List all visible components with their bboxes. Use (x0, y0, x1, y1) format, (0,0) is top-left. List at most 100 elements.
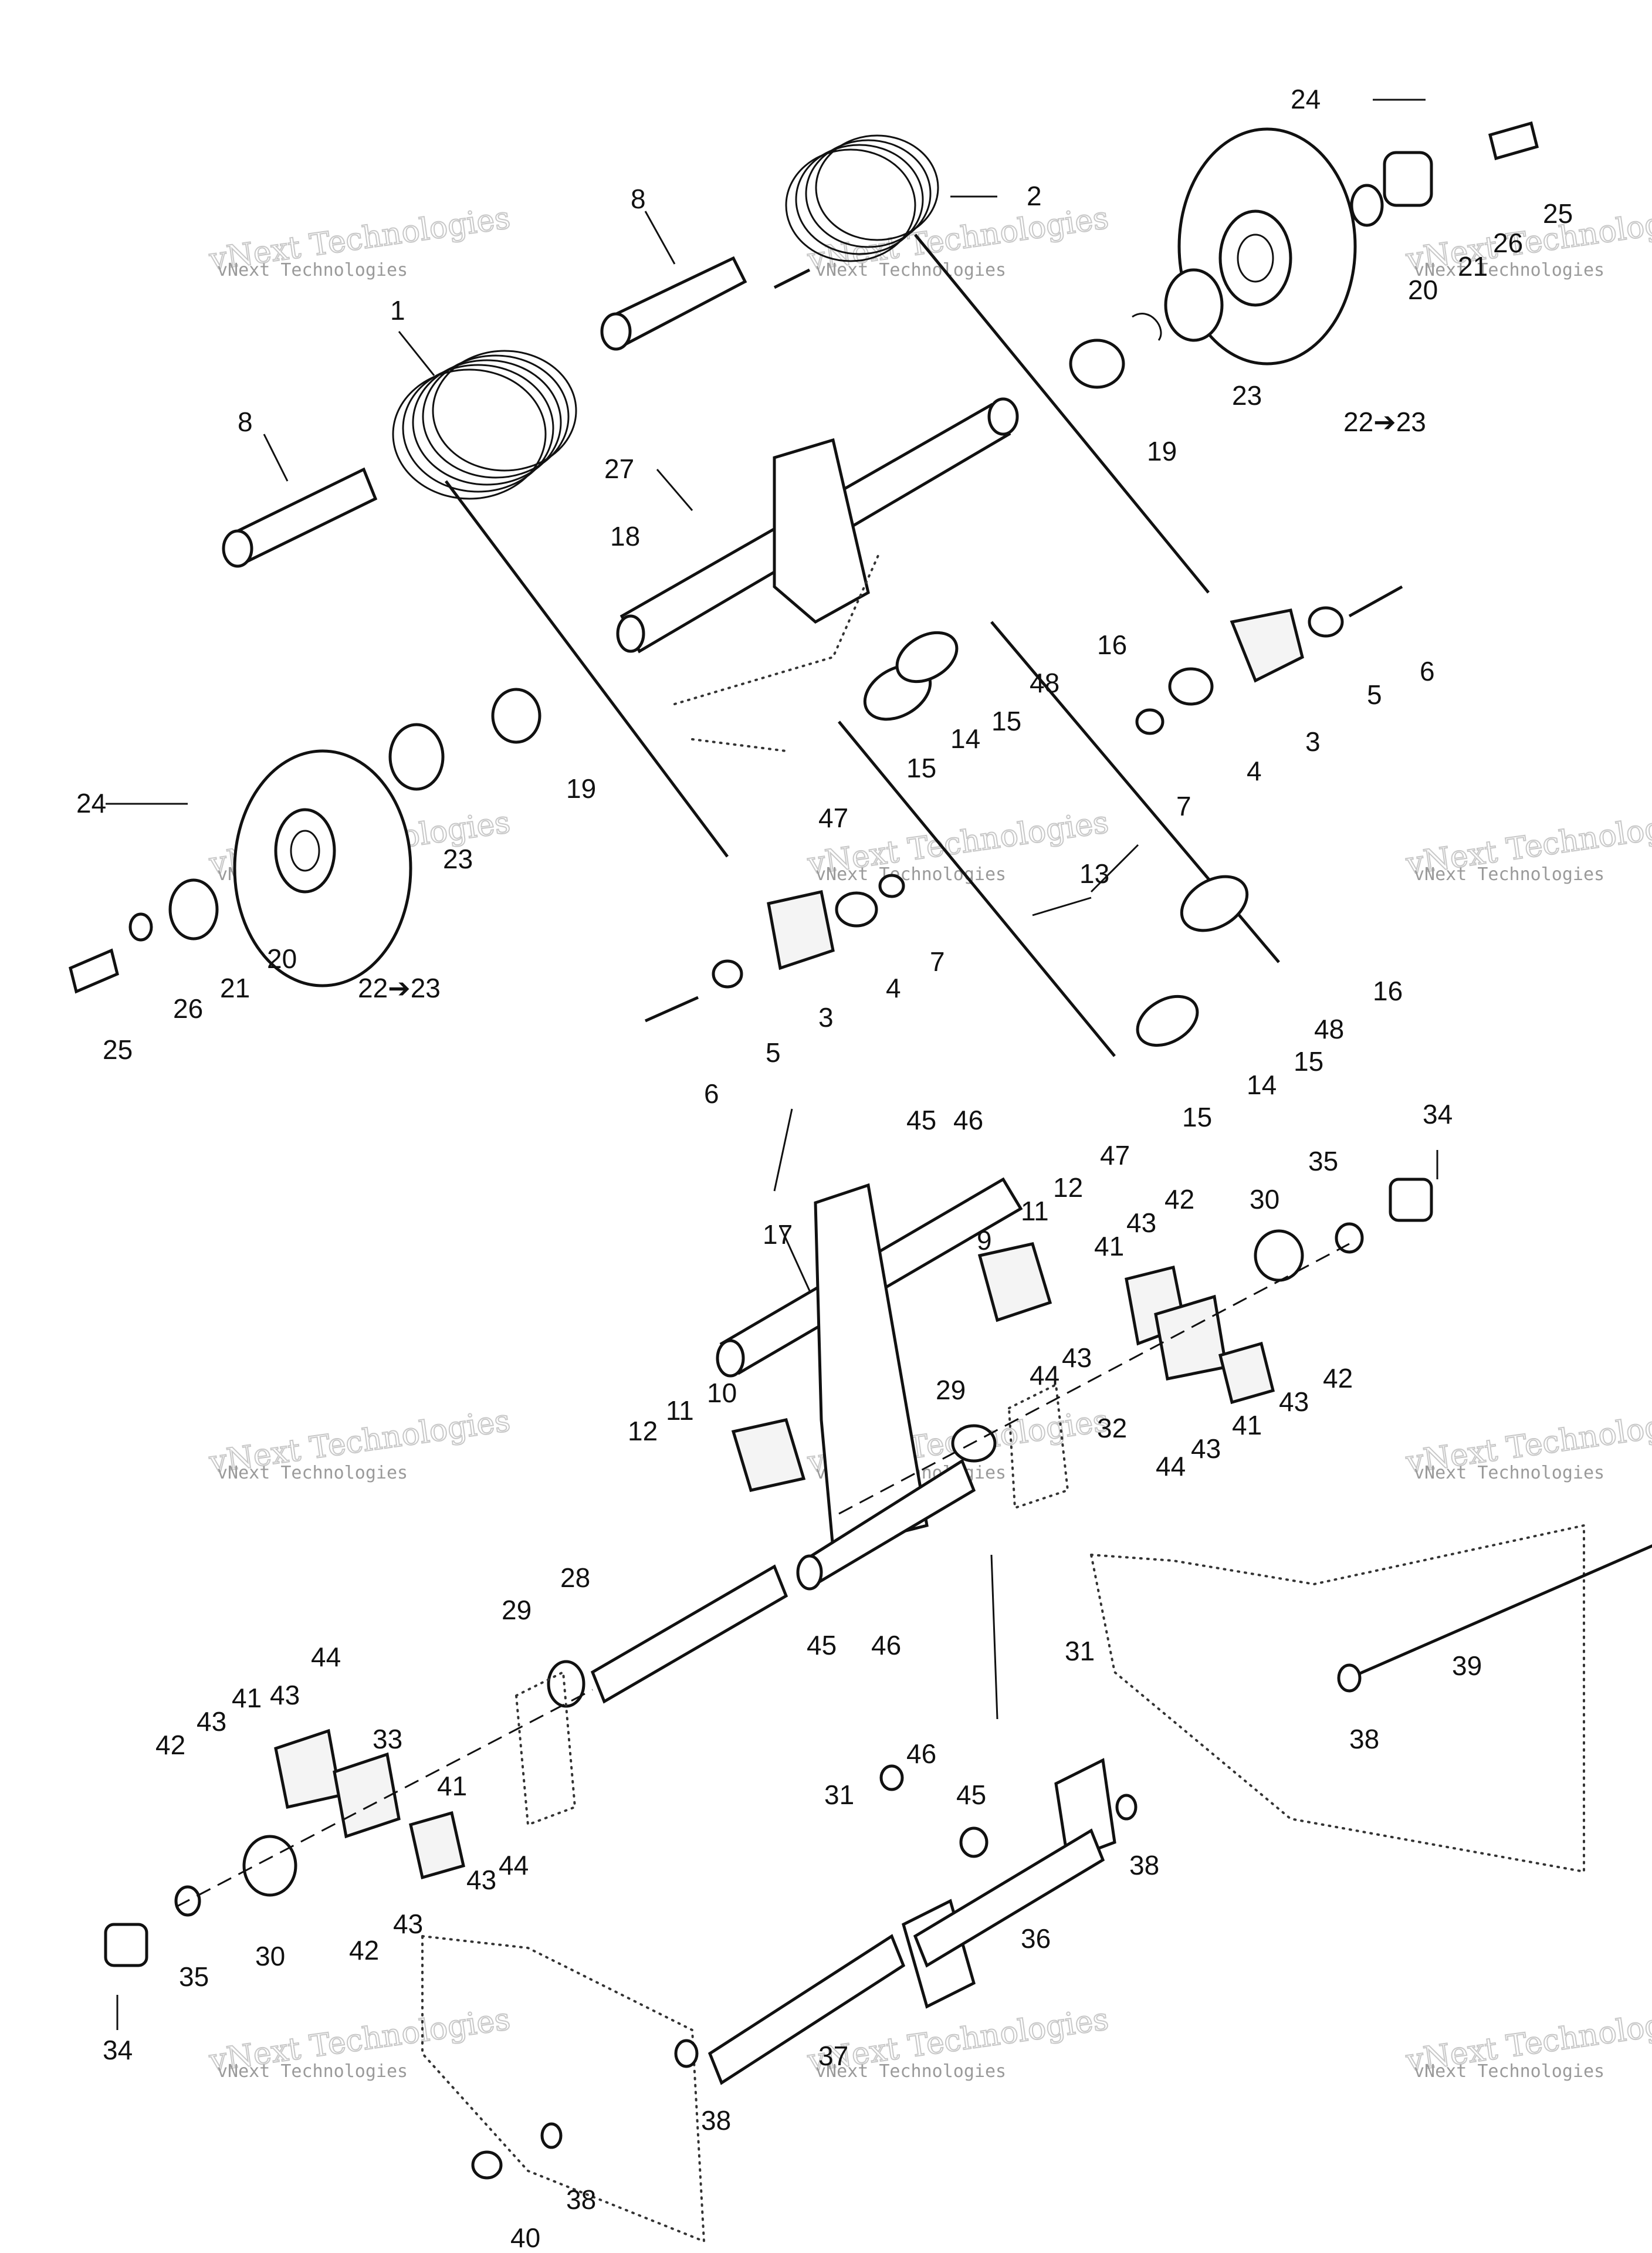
label-48: 48 (1030, 668, 1059, 698)
label-42: 42 (1323, 1363, 1353, 1393)
label-4: 4 (1247, 756, 1262, 786)
label-45: 45 (956, 1780, 986, 1810)
label-37: 37 (818, 2041, 848, 2071)
part-labels: 1 2 3 3 4 4 5 5 6 6 7 7 8 8 9 10 11 11 1… (76, 84, 1573, 2253)
watermark-text: vNext Technologies (217, 1463, 408, 1483)
label-31: 31 (1065, 1636, 1095, 1666)
label-24: 24 (1291, 84, 1321, 114)
label-12: 12 (628, 1416, 658, 1446)
label-4: 4 (886, 973, 901, 1003)
label-29: 29 (936, 1375, 966, 1405)
label-15: 15 (1294, 1046, 1323, 1077)
watermark-text: vNext Technologies (815, 2061, 1006, 2082)
label-22-23: 22➔23 (358, 973, 441, 1003)
label-5: 5 (766, 1037, 781, 1068)
label-47: 47 (818, 803, 848, 833)
label-11: 11 (666, 1395, 694, 1426)
label-31: 31 (824, 1780, 854, 1810)
label-27: 27 (604, 454, 634, 484)
label-42: 42 (349, 1935, 379, 1966)
label-44: 44 (1030, 1360, 1059, 1391)
suspension-frame (421, 1524, 1652, 2244)
label-3: 3 (1305, 726, 1321, 757)
label-21: 21 (220, 973, 250, 1003)
label-44: 44 (1156, 1451, 1186, 1481)
label-38: 38 (566, 2184, 596, 2215)
label-1: 1 (390, 295, 405, 326)
label-25: 25 (1543, 198, 1573, 229)
label-6: 6 (704, 1078, 719, 1109)
label-33: 33 (373, 1724, 402, 1754)
label-7: 7 (930, 946, 945, 977)
watermark-text: vNext Technologies (217, 2061, 408, 2082)
label-23: 23 (1232, 380, 1262, 411)
label-32: 32 (1097, 1413, 1127, 1443)
label-12: 12 (1053, 1172, 1083, 1203)
watermark-text: vNext Technologies (1414, 260, 1604, 280)
label-16: 16 (1097, 630, 1127, 660)
label-29: 29 (502, 1595, 532, 1625)
spacer-tube-upper (600, 256, 747, 351)
label-17: 17 (763, 1219, 793, 1250)
bushing-blocks-upper (644, 585, 1403, 1023)
label-8: 8 (631, 184, 646, 214)
label-23: 23 (443, 844, 473, 874)
label-19: 19 (566, 773, 596, 804)
label-2: 2 (1027, 181, 1042, 211)
label-6: 6 (1420, 656, 1435, 686)
label-43: 43 (270, 1680, 300, 1710)
watermark-text: vNext Technologies (1414, 1463, 1604, 1483)
label-43: 43 (1126, 1207, 1156, 1238)
label-19: 19 (1147, 436, 1177, 466)
label-41: 41 (1232, 1410, 1262, 1440)
label-20: 20 (267, 943, 297, 974)
label-43: 43 (197, 1706, 226, 1737)
watermark-text: vNext Technologies (1414, 2061, 1604, 2082)
torsion-spring-right (773, 134, 1210, 594)
label-34: 34 (103, 2035, 133, 2065)
leader-lines (106, 99, 1438, 2030)
links (838, 621, 1280, 1057)
label-20: 20 (1408, 275, 1438, 305)
label-46: 46 (906, 1738, 936, 1769)
label-41: 41 (1094, 1231, 1124, 1261)
label-30: 30 (255, 1941, 285, 1971)
label-18: 18 (610, 521, 640, 552)
center-assembly (716, 1177, 1433, 1591)
label-14: 14 (950, 723, 980, 754)
label-38: 38 (1349, 1724, 1379, 1754)
label-44: 44 (311, 1642, 341, 1672)
label-22-23: 22➔23 (1343, 407, 1426, 437)
label-42: 42 (155, 1730, 185, 1760)
label-45: 45 (906, 1105, 936, 1135)
idler-wheel-upper (1069, 121, 1539, 389)
idler-wheel-lower (69, 688, 541, 994)
label-13: 13 (1079, 858, 1109, 889)
label-44: 44 (499, 1850, 529, 1880)
label-35: 35 (1308, 1146, 1338, 1176)
label-38: 38 (701, 2105, 731, 2136)
label-26: 26 (1493, 228, 1523, 258)
label-28: 28 (560, 1562, 590, 1593)
label-48: 48 (1314, 1014, 1344, 1044)
label-26: 26 (173, 993, 203, 1024)
label-40: 40 (510, 2222, 540, 2253)
label-46: 46 (953, 1105, 983, 1135)
lower-left-assembly (104, 1564, 788, 1967)
label-43: 43 (466, 1865, 496, 1895)
label-43: 43 (1062, 1342, 1092, 1373)
label-10: 10 (707, 1378, 737, 1408)
label-15: 15 (991, 706, 1021, 736)
label-24: 24 (76, 788, 106, 818)
label-39: 39 (1452, 1650, 1482, 1681)
label-45: 45 (807, 1630, 837, 1660)
label-5: 5 (1367, 679, 1382, 710)
label-25: 25 (103, 1034, 133, 1065)
label-14: 14 (1247, 1070, 1277, 1100)
label-21: 21 (1458, 251, 1488, 282)
label-9: 9 (977, 1225, 992, 1256)
label-15: 15 (1182, 1102, 1212, 1132)
label-36: 36 (1021, 1923, 1051, 1954)
upper-arm-frame (616, 397, 1019, 752)
label-41: 41 (437, 1771, 467, 1801)
